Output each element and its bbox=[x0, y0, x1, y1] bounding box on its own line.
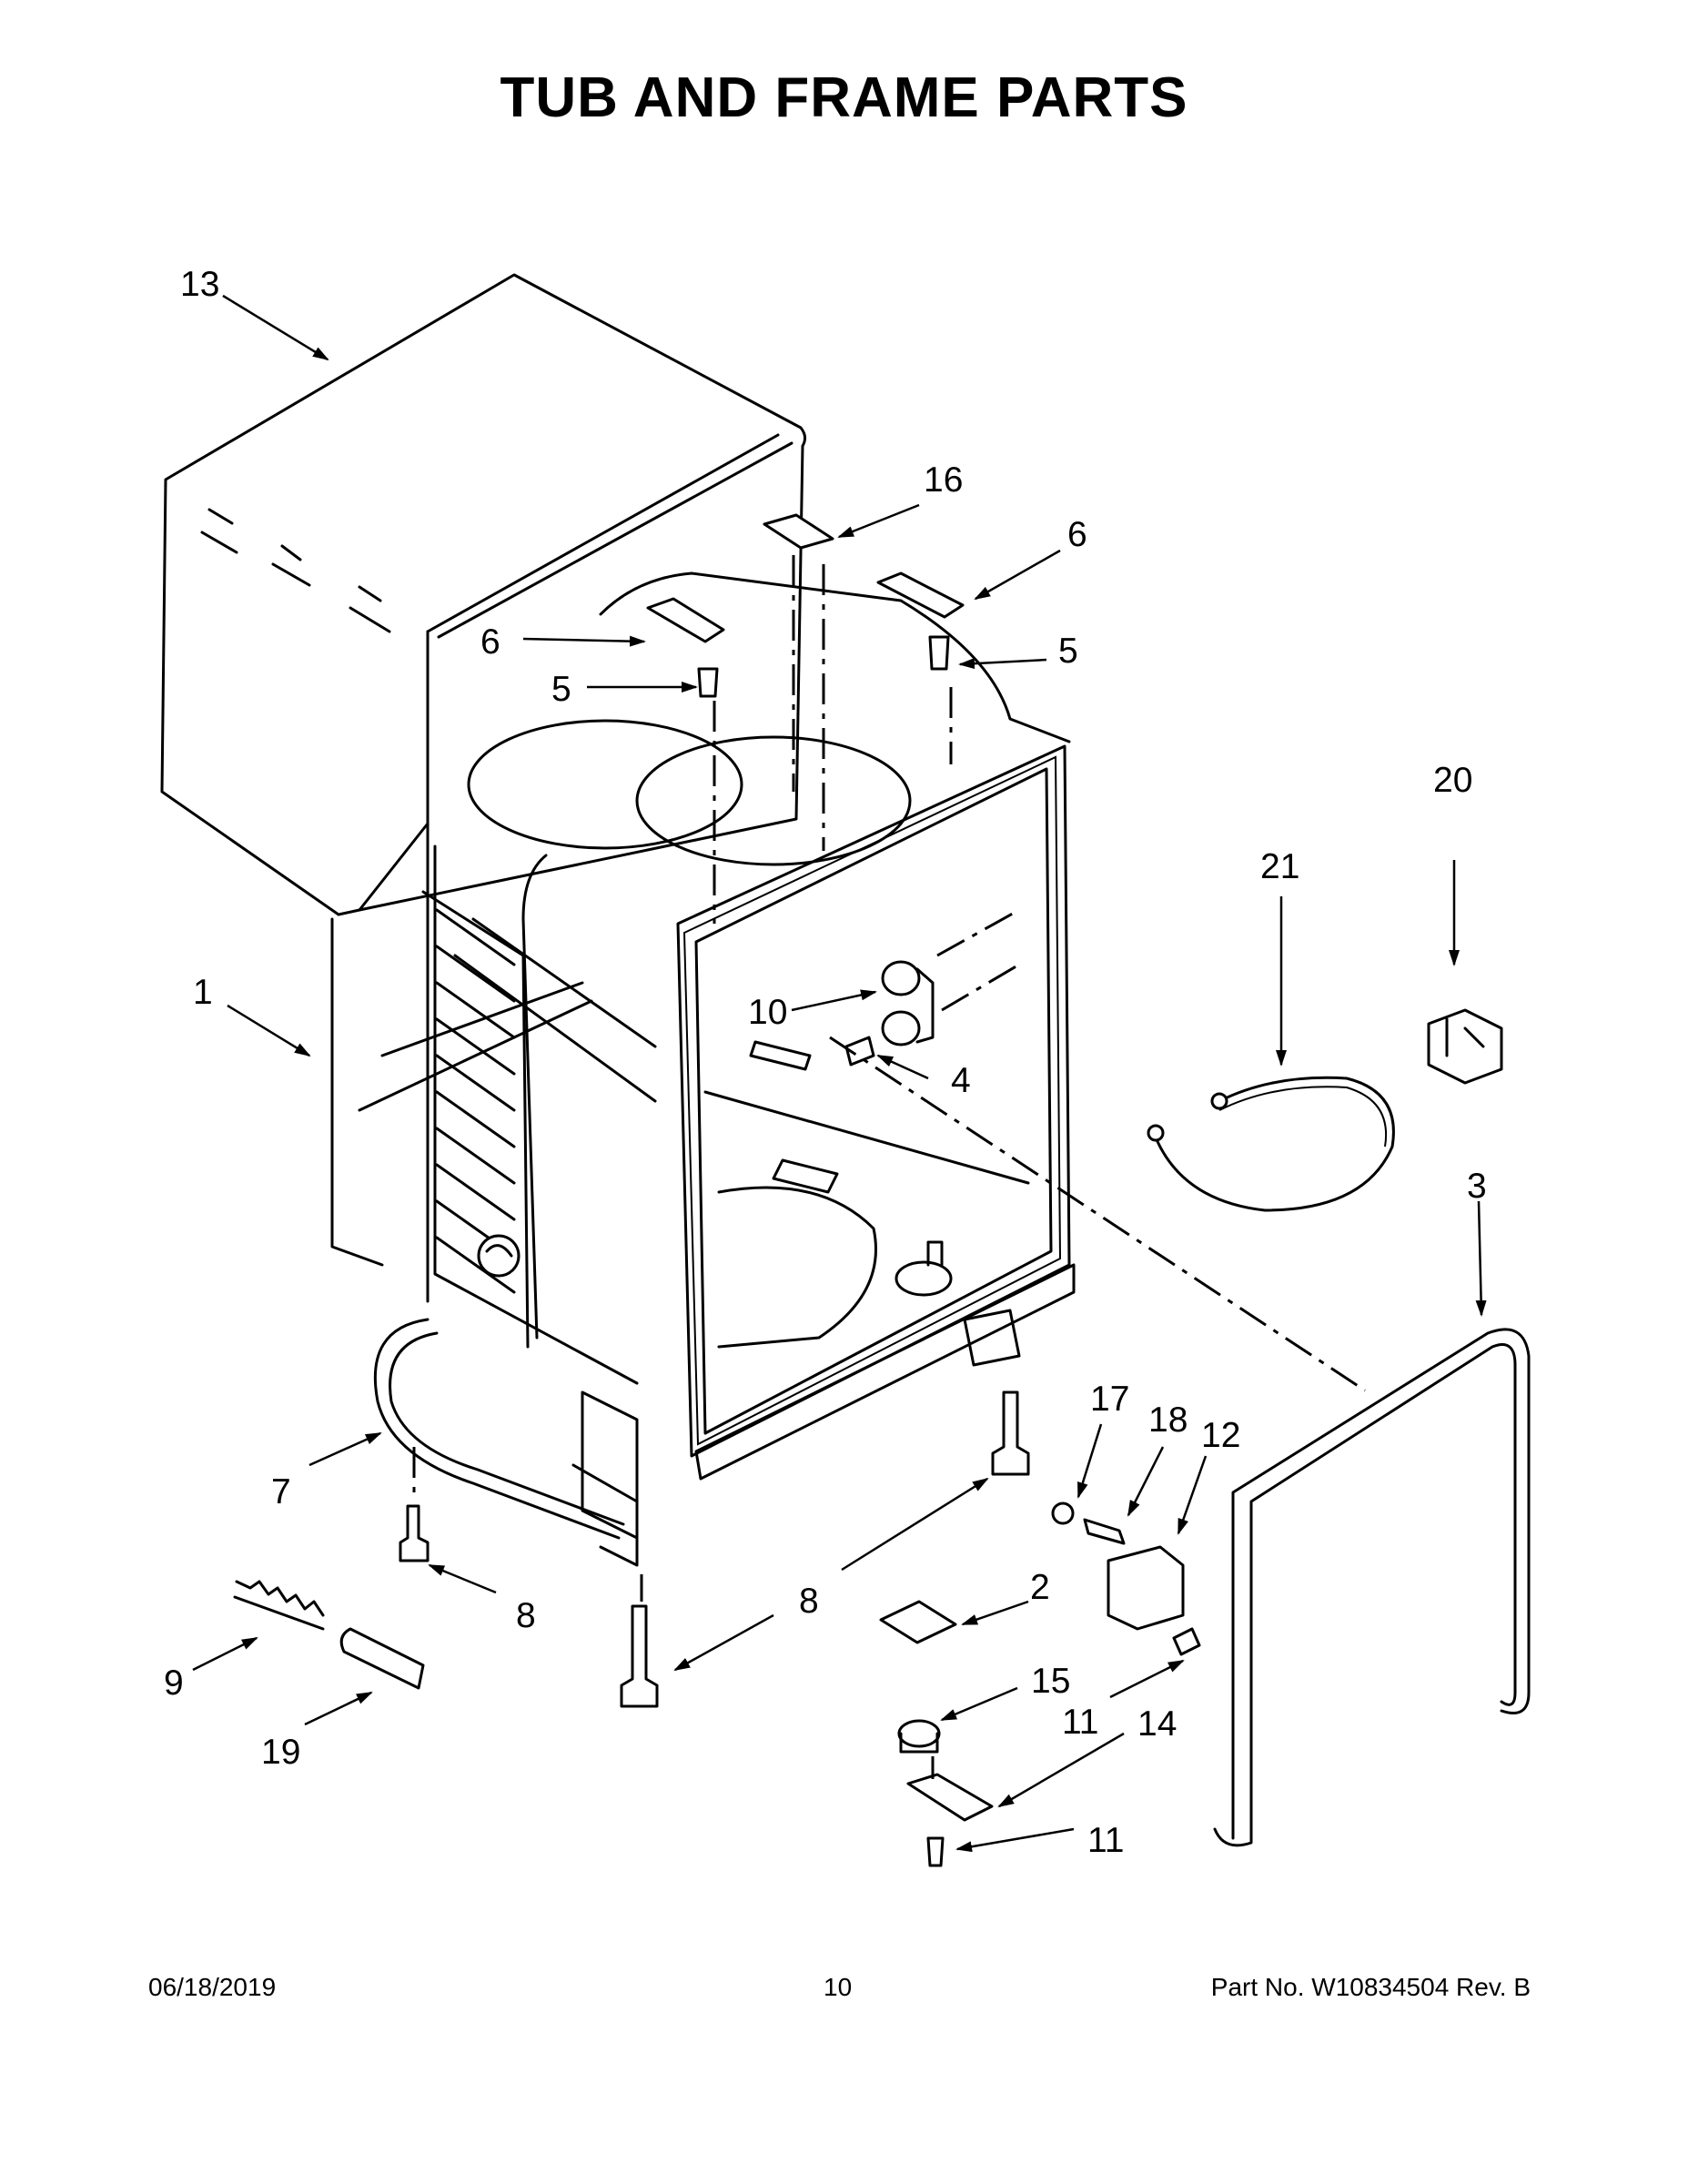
callout-21: 21 bbox=[1260, 847, 1299, 886]
callout-20: 20 bbox=[1433, 761, 1472, 800]
callout-9: 9 bbox=[164, 1663, 184, 1703]
leveling-leg-part-8-right bbox=[991, 1390, 1030, 1476]
cap-part-19 bbox=[339, 1627, 425, 1690]
callout-5-left: 5 bbox=[551, 670, 571, 709]
callout-2: 2 bbox=[1030, 1568, 1050, 1607]
callout-11-upper: 11 bbox=[1062, 1703, 1099, 1742]
bracket-part-20 bbox=[1427, 1008, 1503, 1085]
callout-17: 17 bbox=[1090, 1380, 1129, 1419]
screw-part-11-lower bbox=[926, 1836, 945, 1867]
thermostat-part-15 bbox=[897, 1719, 941, 1754]
callout-4: 4 bbox=[951, 1061, 971, 1100]
callout-8-center: 8 bbox=[799, 1582, 819, 1621]
base-tube-part-7 bbox=[373, 1318, 625, 1540]
screw-part-4 bbox=[844, 1036, 875, 1067]
grommet-part-10 bbox=[881, 960, 935, 1046]
insulation-panel-part-13 bbox=[160, 273, 807, 916]
callout-19: 19 bbox=[261, 1733, 300, 1772]
bracket-part-14 bbox=[906, 1773, 994, 1822]
tub-part-1 bbox=[330, 571, 1076, 1567]
wire-harness-part-21 bbox=[1147, 1076, 1395, 1212]
page-title: TUB AND FRAME PARTS bbox=[500, 66, 1188, 129]
nut-part-17 bbox=[1051, 1502, 1075, 1525]
screw-part-11-upper bbox=[1172, 1627, 1201, 1656]
callout-6-left: 6 bbox=[480, 622, 500, 662]
callout-13: 13 bbox=[180, 265, 219, 304]
callout-10: 10 bbox=[748, 993, 787, 1032]
screw-part-5-right bbox=[928, 635, 950, 671]
spring-part-9 bbox=[233, 1580, 325, 1631]
callout-5-right: 5 bbox=[1058, 632, 1078, 671]
callout-15: 15 bbox=[1031, 1662, 1070, 1701]
footer-date: 06/18/2019 bbox=[148, 1973, 277, 2001]
callout-16: 16 bbox=[924, 460, 963, 500]
callout-6-right: 6 bbox=[1067, 515, 1087, 554]
callout-8-left: 8 bbox=[516, 1596, 536, 1635]
callout-11-lower: 11 bbox=[1087, 1821, 1125, 1860]
footer-page-number: 10 bbox=[824, 1973, 853, 2001]
callout-7: 7 bbox=[271, 1472, 291, 1512]
leader-lines bbox=[192, 294, 1487, 1853]
footer-part-number: Part No. W10834504 Rev. B bbox=[1210, 1973, 1531, 2001]
leveling-leg-part-8-center bbox=[620, 1604, 659, 1708]
assembly-centerlines bbox=[412, 555, 1366, 1779]
hinge-bracket-part-16 bbox=[763, 513, 834, 550]
callout-18: 18 bbox=[1148, 1400, 1188, 1440]
callout-12: 12 bbox=[1201, 1416, 1240, 1455]
screw-part-18 bbox=[1083, 1518, 1126, 1545]
callout-14: 14 bbox=[1137, 1704, 1177, 1744]
callout-1: 1 bbox=[193, 973, 213, 1012]
callout-3: 3 bbox=[1467, 1167, 1487, 1206]
hinge-part-6-left bbox=[646, 597, 725, 643]
screw-part-5-left bbox=[697, 667, 719, 698]
door-gasket-part-3 bbox=[1213, 1328, 1531, 1847]
bracket-part-12 bbox=[1107, 1545, 1185, 1631]
hinge-part-6-right bbox=[876, 571, 965, 619]
leveling-leg-part-8-left bbox=[399, 1504, 430, 1562]
pad-part-2 bbox=[879, 1600, 957, 1644]
